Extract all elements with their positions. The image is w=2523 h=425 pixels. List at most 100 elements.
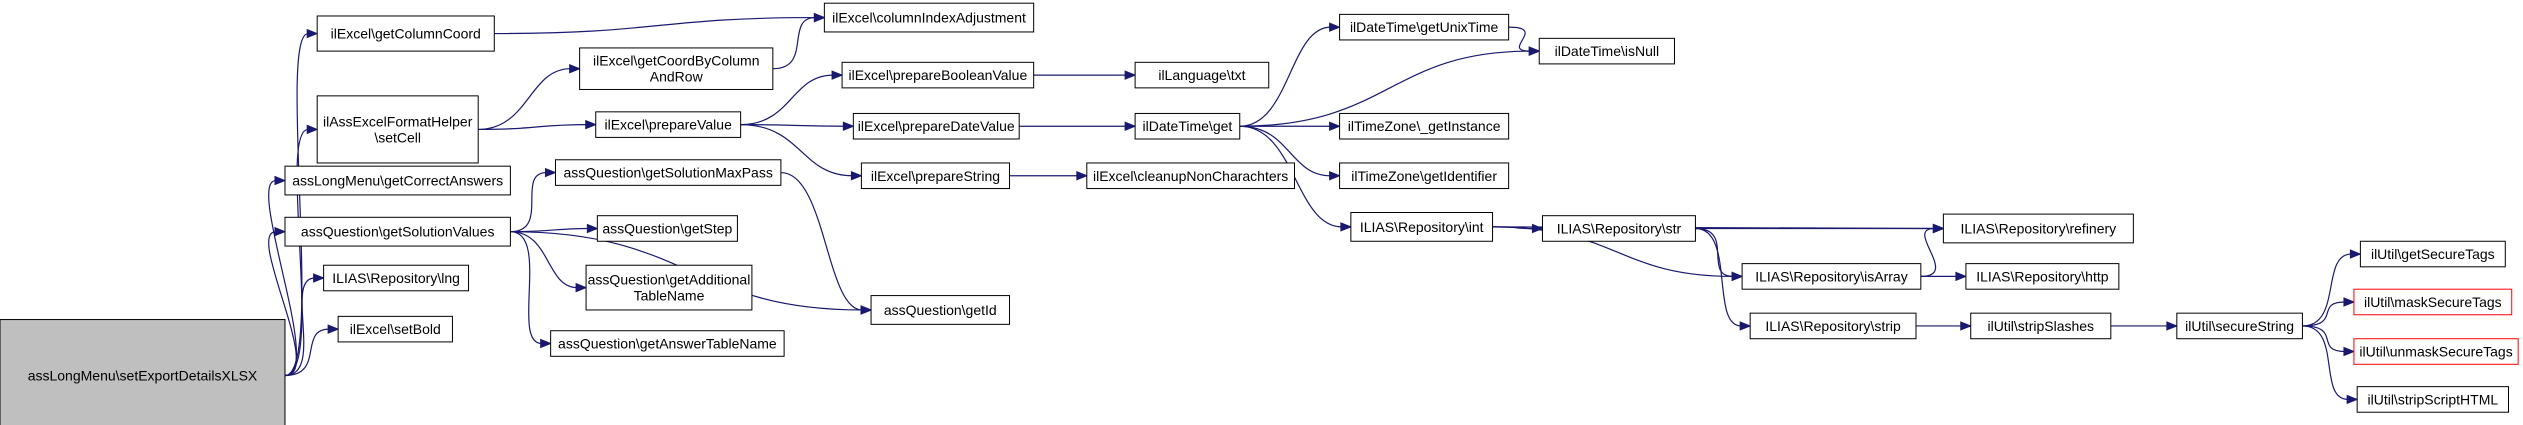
node-iltimezone-getidentifier[interactable]: ilTimeZone\getIdentifier (1339, 162, 1510, 190)
node-label: ilExcel\prepareValue (604, 117, 732, 133)
node-ildatetime-isnull[interactable]: ilDateTime\isNull (1538, 37, 1675, 65)
node-label: \setCell (374, 129, 421, 145)
node-ilassexcelformathelper-setcell[interactable]: ilAssExcelFormatHelper\setCell (316, 95, 479, 164)
node-asslongmenu-getcorrectanswers[interactable]: assLongMenu\getCorrectAnswers (284, 165, 511, 196)
node-ilexcel-preparestring[interactable]: ilExcel\prepareString (860, 162, 1011, 190)
node-assquestion-getid[interactable]: assQuestion\getId (870, 295, 1011, 325)
edge-n33-n35 (2302, 297, 2356, 327)
edge-n16-n19 (1033, 70, 1137, 80)
edge-n20-n22 (1239, 22, 1341, 127)
node-ilias-repository-refinery[interactable]: ILIAS\Repository\refinery (1942, 213, 2134, 244)
node-ildatetime-get[interactable]: ilDateTime\get (1134, 112, 1241, 140)
node-label: ILIAS\Repository\strip (1765, 318, 1901, 334)
node-label: ilExcel\columnIndexAdjustment (832, 10, 1026, 26)
node-label: ILIAS\Repository\int (1360, 219, 1484, 235)
edge-n33-n37 (2302, 325, 2359, 405)
node-label: TableName (634, 288, 705, 304)
node-ilutil-unmasksecuretags[interactable]: ilUtil\unmaskSecureTags (2353, 338, 2519, 365)
edge-n1-n6 (284, 273, 325, 377)
node-label: ilUtil\getSecureTags (2371, 246, 2495, 262)
node-label: ILIAS\Repository\refinery (1961, 220, 2117, 236)
node-ildatetime-getunixtime[interactable]: ilDateTime\getUnixTime (1339, 13, 1510, 41)
node-label: ilExcel\prepareDateValue (858, 118, 1015, 134)
node-illanguage-txt[interactable]: ilLanguage\txt (1134, 61, 1270, 89)
node-label: ilExcel\getCoordByColumn (593, 53, 760, 69)
edge-n20-n24 (1239, 121, 1341, 131)
node-label: assQuestion\getStep (602, 220, 732, 236)
node-label: ILIAS\Repository\lng (332, 270, 460, 286)
node-label: assQuestion\getAdditional (588, 272, 751, 288)
edge-n10-n17 (740, 121, 855, 131)
edge-n1-n7 (284, 324, 340, 377)
edge-n26-n27 (1492, 223, 1544, 234)
node-ilutil-masksecuretags[interactable]: ilUtil\maskSecureTags (2353, 288, 2513, 316)
edge-n10-n16 (740, 70, 844, 126)
edge-n27-n28 (1695, 223, 1945, 234)
edge-n31-n32 (1916, 321, 1973, 331)
node-iltimezone-getinstance[interactable]: ilTimeZone\_getInstance (1339, 112, 1510, 140)
edge-n3-n10 (478, 119, 598, 131)
node-label: ilExcel\setBold (350, 321, 441, 337)
node-ilexcel-cleanupnoncharachters[interactable]: ilExcel\cleanupNonCharachters (1086, 162, 1296, 190)
node-label: ilTimeZone\_getInstance (1348, 118, 1501, 134)
node-label: assLongMenu\setExportDetailsXLSX (28, 367, 258, 383)
edge-n33-n36 (2302, 325, 2356, 357)
node-label: ILIAS\Repository\http (1976, 268, 2109, 284)
edge-n5-n14 (510, 231, 552, 349)
node-label: assQuestion\getId (884, 302, 997, 318)
node-ilias-repository-lng[interactable]: ILIAS\Repository\lng (323, 264, 470, 292)
edge-n33-n34 (2302, 249, 2362, 327)
edges-layer (268, 12, 2362, 405)
node-ilexcel-preparebooleanvalue[interactable]: ilExcel\prepareBooleanValue (841, 61, 1035, 89)
node-label: AndRow (650, 69, 704, 85)
node-ilexcel-preparevalue[interactable]: ilExcel\prepareValue (595, 111, 742, 138)
node-ilexcel-preparedatevalue[interactable]: ilExcel\prepareDateValue (852, 112, 1020, 140)
node-ilutil-getsecuretags[interactable]: ilUtil\getSecureTags (2359, 240, 2506, 268)
node-label: ilUtil\unmaskSecureTags (2359, 344, 2512, 360)
node-label: ilUtil\maskSecureTags (2364, 294, 2502, 310)
node-label: ilTimeZone\getIdentifier (1351, 168, 1497, 184)
node-label: ilUtil\stripScriptHTML (2367, 391, 2498, 407)
node-label: ilExcel\getColumnCoord (331, 26, 481, 42)
node-label: ilUtil\secureString (2185, 318, 2294, 334)
node-label: ilExcel\prepareBooleanValue (848, 67, 1027, 83)
edge-n18-n21 (1009, 171, 1089, 181)
node-ilutil-stripslashes[interactable]: ilUtil\stripSlashes (1970, 312, 2112, 340)
edge-n27-n31 (1695, 227, 1752, 331)
node-label: assLongMenu\getCorrectAnswers (292, 173, 503, 189)
edge-n2-n8 (494, 12, 826, 35)
node-label: assQuestion\getSolutionValues (301, 224, 495, 240)
node-ilutil-securestring[interactable]: ilUtil\secureString (2176, 312, 2303, 340)
edge-n1-n5 (268, 226, 297, 377)
node-label: ilAssExcelFormatHelper (323, 113, 473, 129)
node-label: ilExcel\cleanupNonCharachters (1093, 168, 1288, 184)
node-assquestion-getstep[interactable]: assQuestion\getStep (596, 215, 738, 242)
node-ilias-repository-str[interactable]: ILIAS\Repository\str (1541, 215, 1696, 242)
node-ilutil-stripscripthtml[interactable]: ilUtil\stripScriptHTML (2356, 386, 2510, 413)
node-ilias-repository-int[interactable]: ILIAS\Repository\int (1350, 212, 1494, 242)
node-label: ilExcel\prepareString (871, 168, 1000, 184)
node-assquestion-getsolutionvalues[interactable]: assQuestion\getSolutionValues (284, 216, 511, 247)
node-label: assQuestion\getSolutionMaxPass (564, 165, 773, 181)
node-ilias-repository-http[interactable]: ILIAS\Repository\http (1965, 263, 2120, 290)
node-label: assQuestion\getAnswerTableName (558, 336, 777, 352)
edge-n29-n30 (1920, 271, 1968, 282)
node-ilexcel-columnindexadjustment[interactable]: ilExcel\columnIndexAdjustment (823, 2, 1035, 33)
node-assquestion-getsolutionmaxpass[interactable]: assQuestion\getSolutionMaxPass (554, 159, 782, 186)
node-label: ilDateTime\get (1143, 118, 1233, 134)
node-label: ilDateTime\isNull (1555, 43, 1660, 59)
node-ilias-repository-isarray[interactable]: ILIAS\Repository\isArray (1741, 263, 1922, 290)
edge-n10-n18 (740, 124, 863, 181)
edge-n20-n25 (1239, 125, 1341, 181)
node-assquestion-getanswertablename[interactable]: assQuestion\getAnswerTableName (550, 330, 785, 357)
node-ilexcel-getcolumncoord[interactable]: ilExcel\getColumnCoord (316, 15, 495, 52)
edge-n29-n28 (1920, 223, 1945, 278)
node-ilias-repository-strip[interactable]: ILIAS\Repository\strip (1749, 312, 1917, 340)
edge-n1-n4 (268, 175, 297, 377)
node-asslongmenu-setexportdetailsxlsx[interactable]: assLongMenu\setExportDetailsXLSX (0, 319, 286, 425)
node-ilexcel-setbold[interactable]: ilExcel\setBold (337, 315, 453, 343)
